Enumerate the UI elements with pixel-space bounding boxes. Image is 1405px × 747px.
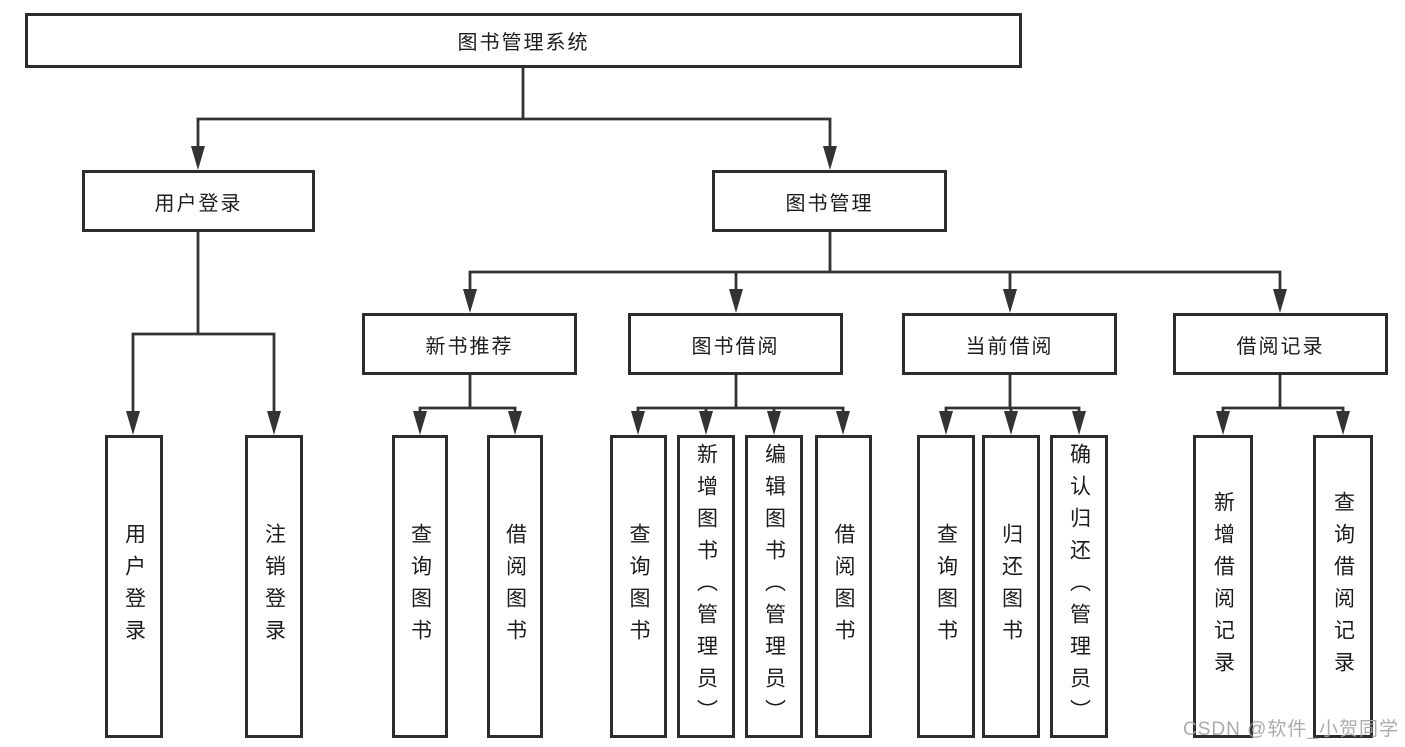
node-label: 用户登录 (154, 192, 243, 215)
node-library-management-system: 图书管理系统 (25, 13, 1022, 68)
node-label: 查询图书 (934, 522, 958, 651)
leaf-user-login: 用户登录 (105, 435, 163, 738)
node-label: 查询图书 (627, 522, 650, 651)
node-label: 图书借阅 (691, 335, 780, 358)
node-current-borrow: 当前借阅 (902, 313, 1117, 375)
node-book-management: 图书管理 (712, 170, 947, 232)
leaf-borrow-book: 借阅图书 (487, 435, 543, 738)
node-label: 查询图书 (408, 522, 432, 651)
csdn-watermark: CSDN @软件_小贺同学 (1183, 719, 1399, 740)
leaf-borrow-book: 借阅图书 (815, 435, 872, 738)
node-label: 当前借阅 (965, 335, 1054, 358)
leaf-query-books: 查询图书 (392, 435, 448, 738)
node-borrow-records: 借阅记录 (1173, 313, 1388, 375)
node-user-login: 用户登录 (82, 170, 315, 232)
leaf-query-borrow-record: 查询借阅记录 (1313, 435, 1373, 738)
node-label: 借阅图书 (832, 522, 855, 651)
node-label: 图书管理 (785, 192, 874, 215)
arrowheads (126, 146, 1350, 435)
leaf-logout: 注销登录 (245, 435, 303, 738)
node-label: 注销登录 (262, 522, 286, 651)
node-book-borrow: 图书借阅 (628, 313, 843, 375)
leaf-query-books: 查询图书 (917, 435, 975, 738)
leaf-return-book: 归还图书 (982, 435, 1040, 738)
leaf-add-book-admin: 新增图书（管理员） (677, 435, 735, 738)
node-label: 新书推荐 (425, 335, 514, 358)
node-label: 借阅记录 (1236, 335, 1325, 358)
node-label: 归还图书 (999, 522, 1023, 651)
node-label: 用户登录 (122, 522, 146, 651)
node-label: 图书管理系统 (457, 32, 590, 54)
leaf-query-books: 查询图书 (610, 435, 667, 738)
node-new-book-recommend: 新书推荐 (362, 313, 577, 375)
leaf-confirm-return-admin: 确认归还（管理员） (1050, 435, 1108, 738)
leaf-edit-book-admin: 编辑图书（管理员） (745, 435, 803, 738)
node-label: 借阅图书 (503, 522, 527, 651)
leaf-add-borrow-record: 新增借阅记录 (1193, 435, 1253, 738)
node-label: 查询借阅记录 (1331, 490, 1355, 683)
tree-connector-path (131, 66, 1345, 415)
node-label: 新增借阅记录 (1211, 490, 1235, 683)
node-label: 编辑图书（管理员） (762, 442, 786, 731)
node-label: 新增图书（管理员） (694, 442, 718, 731)
node-label: 确认归还（管理员） (1067, 442, 1091, 731)
